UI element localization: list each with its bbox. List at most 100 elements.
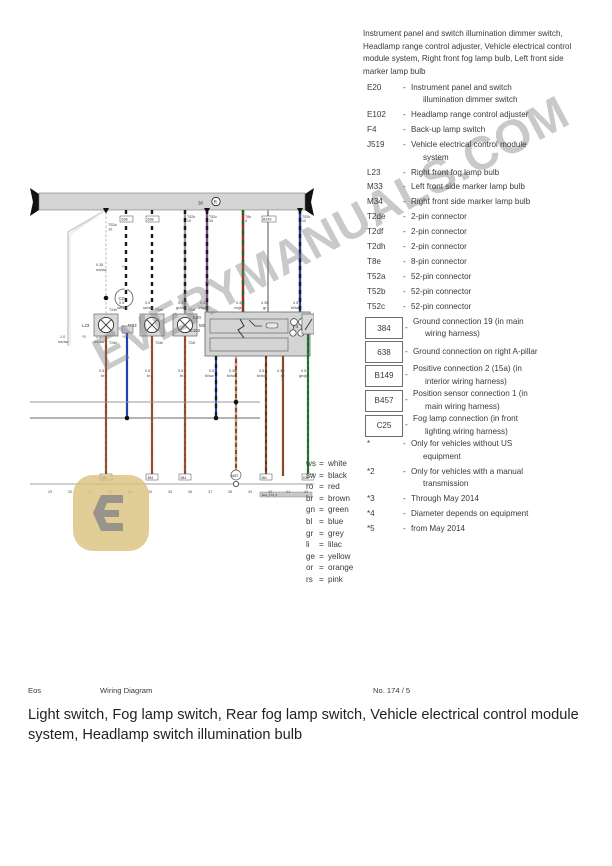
legend-row: M33-Left front side marker lamp bulb [363, 181, 591, 194]
svg-text:0.5: 0.5 [145, 369, 150, 373]
color-key-name: brown [328, 493, 351, 503]
legend-code: *5 [367, 524, 375, 534]
legend-code: *2 [367, 466, 375, 476]
svg-text:br/sw: br/sw [257, 374, 266, 378]
svg-text:T2df: T2df [188, 341, 195, 345]
legend-description: 52-pin connector [411, 271, 591, 284]
svg-text:39: 39 [248, 490, 252, 494]
legend-dash: - [405, 395, 408, 405]
color-key-abbr: gr [306, 528, 314, 538]
footer-diagram-number: No. 174 / 5 [373, 686, 411, 695]
legend-code: F4 [367, 125, 377, 135]
color-key-equals: = [319, 459, 324, 468]
svg-text:B457: B457 [231, 474, 239, 478]
svg-text:*4: *4 [122, 335, 126, 339]
legend-description-line1: 2-pin connector [411, 212, 467, 222]
legend-description-line2: interior wiring harness) [425, 376, 507, 386]
color-key-name: green [328, 505, 349, 515]
legend-code: T2dh [367, 242, 386, 252]
legend-dash: - [403, 257, 406, 267]
svg-text:br: br [147, 374, 151, 378]
svg-text:sw/ws: sw/ws [117, 306, 127, 310]
svg-text:br: br [101, 374, 105, 378]
color-key-abbr: bl [306, 516, 313, 526]
lead-paragraph: Instrument panel and switch illumination… [363, 29, 572, 76]
svg-text:0.5: 0.5 [209, 369, 214, 373]
color-key-name: blue [328, 516, 344, 526]
svg-text:L23: L23 [82, 323, 90, 328]
legend-code: *3 [367, 494, 375, 504]
legend-description: Right front fog lamp bulb [411, 167, 591, 180]
legend-dash: - [403, 242, 406, 252]
svg-text:T2df: T2df [188, 308, 195, 312]
legend-code: T2df [367, 227, 384, 237]
color-key-row: rs=pink [306, 574, 353, 586]
svg-text:*3: *3 [122, 265, 126, 269]
color-key-equals: = [319, 551, 324, 561]
svg-text:0.5: 0.5 [145, 301, 150, 305]
footer-title: Light switch, Fog lamp switch, Rear fog … [28, 707, 579, 743]
legend-description: 2-pin connector [411, 241, 591, 254]
svg-text:R: R [214, 199, 218, 204]
legend-code: B149 [365, 364, 403, 387]
legend-code: T8e [367, 257, 381, 267]
svg-text:T52a: T52a [108, 223, 118, 227]
legend-code: E20 [367, 82, 382, 92]
legend-dash: - [403, 110, 406, 120]
svg-text:19: 19 [187, 219, 191, 223]
color-key-equals: = [319, 516, 324, 526]
wire-column-1: 638 0.5 sw/ws [117, 210, 134, 314]
legend-dash: - [403, 272, 406, 282]
control-module-j519: E20 E102 [190, 311, 311, 357]
legend-description-line1: Headlamp range control adjuster [411, 110, 529, 120]
color-key-equals: = [319, 563, 324, 573]
legend-code: * [367, 439, 371, 449]
switch-f4: F4 [293, 313, 314, 335]
color-key-abbr: or [306, 563, 314, 573]
legend-code: M34 [367, 197, 383, 207]
legend-row: *5-from May 2014 [363, 523, 591, 536]
legend-description: Headlamp range control adjuster [411, 109, 591, 122]
svg-text:sw/ws: sw/ws [143, 306, 153, 310]
svg-text:42: 42 [304, 490, 308, 494]
lamp-symbols: L23 T2dh T2dh M33 T2de T2de M34 T2df T2d… [82, 308, 208, 345]
svg-text:T52b: T52b [187, 215, 195, 219]
svg-text:10: 10 [108, 228, 112, 232]
legend-description-line1: 2-pin connector [411, 227, 467, 237]
svg-text:*5: *5 [82, 335, 86, 339]
svg-text:T2dh: T2dh [109, 308, 117, 312]
svg-text:638: 638 [122, 218, 128, 222]
svg-text:E102: E102 [190, 328, 201, 333]
legend-row: E102-Headlamp range control adjuster [363, 109, 591, 122]
svg-text:41: 41 [286, 490, 290, 494]
wire-column-7: T52b 10 0.5 bl/sw [291, 208, 310, 314]
legend-code: T52a [367, 272, 386, 282]
svg-text:35: 35 [209, 219, 213, 223]
legend-description-line1: Right front side marker lamp bulb [411, 197, 531, 207]
legend-dash: - [403, 140, 406, 150]
legend-dash: - [405, 323, 408, 333]
svg-text:0.5: 0.5 [293, 301, 298, 305]
svg-text:M34: M34 [199, 323, 208, 328]
color-key-row: gn=green [306, 504, 353, 516]
svg-text:40: 40 [268, 490, 272, 494]
color-key-equals: = [319, 574, 324, 584]
legend-dash: - [403, 227, 406, 237]
legend-dash: - [403, 439, 406, 449]
legend-row: T52b-52-pin connector [363, 286, 591, 299]
svg-text:0.35: 0.35 [178, 301, 185, 305]
color-key-name: lilac [328, 540, 342, 550]
legend-description: Right front side marker lamp bulb [411, 196, 591, 209]
legend-description: Back-up lamp switch [411, 124, 591, 137]
legend-description-line1: 2-pin connector [411, 242, 467, 252]
svg-text:br: br [180, 374, 184, 378]
legend-description-line1: Only for vehicles without US [411, 439, 513, 449]
color-key-abbr: br [306, 493, 314, 503]
legend-row: T52c-52-pin connector [363, 301, 591, 314]
svg-text:M33: M33 [128, 323, 137, 328]
legend-dash: - [403, 287, 406, 297]
